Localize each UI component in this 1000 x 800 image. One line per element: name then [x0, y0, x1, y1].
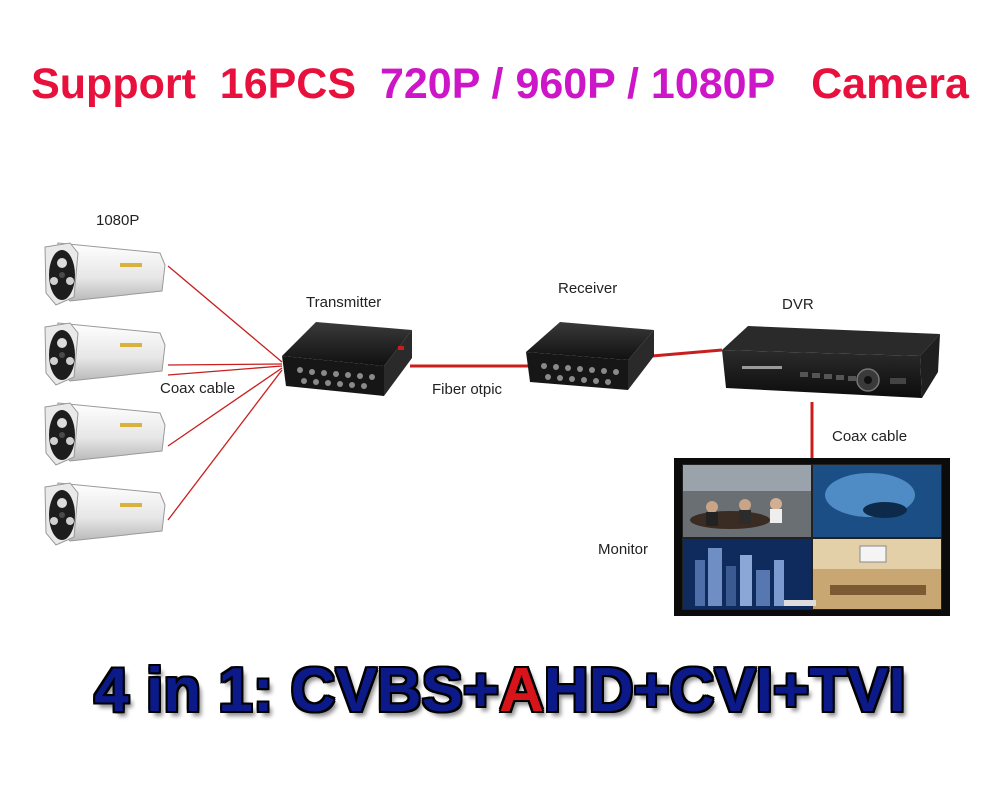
cable-camera-3 [167, 367, 283, 447]
cable-camera-4 [167, 369, 283, 521]
banner-part-3: HD+CVI+TVI [543, 656, 906, 725]
receiver-dvr-cable [651, 348, 723, 358]
dvr-device [722, 326, 940, 398]
label-receiver: Receiver [558, 280, 618, 297]
cable-camera-2b [167, 365, 283, 376]
label-fiber-optic: Fiber otpic [432, 381, 503, 398]
camera-3 [44, 402, 166, 466]
label-camera-resolution: 1080P [96, 212, 140, 229]
headline-camera: Camera [775, 60, 969, 108]
cable-camera-1 [167, 265, 283, 363]
label-dvr: DVR [782, 296, 814, 313]
label-transmitter: Transmitter [306, 294, 382, 311]
receiver-device [526, 322, 654, 390]
coax-cables-left [167, 265, 283, 521]
banner-part-2: A [499, 656, 544, 725]
headline-resolutions: 720P / 960P / 1080P [379, 60, 776, 108]
label-coax-cable-left: Coax cable [160, 380, 236, 397]
label-coax-cable-right: Coax cable [832, 428, 908, 445]
camera-2 [44, 322, 166, 386]
monitor-device [674, 458, 950, 616]
bottom-banner: 4 in 1: CVBS+AHD+CVI+TVI [0, 655, 1000, 726]
banner-part-1: 4 in 1: CVBS+ [94, 656, 500, 725]
headline-support: Support 16PCS [31, 60, 380, 108]
headline: Support 16PCS 720P / 960P / 1080P Camera [0, 60, 1000, 109]
cable-camera-2 [167, 363, 283, 366]
label-monitor: Monitor [598, 541, 649, 558]
camera-4 [44, 482, 166, 546]
camera-1 [44, 242, 166, 306]
transmitter-device [282, 322, 412, 396]
